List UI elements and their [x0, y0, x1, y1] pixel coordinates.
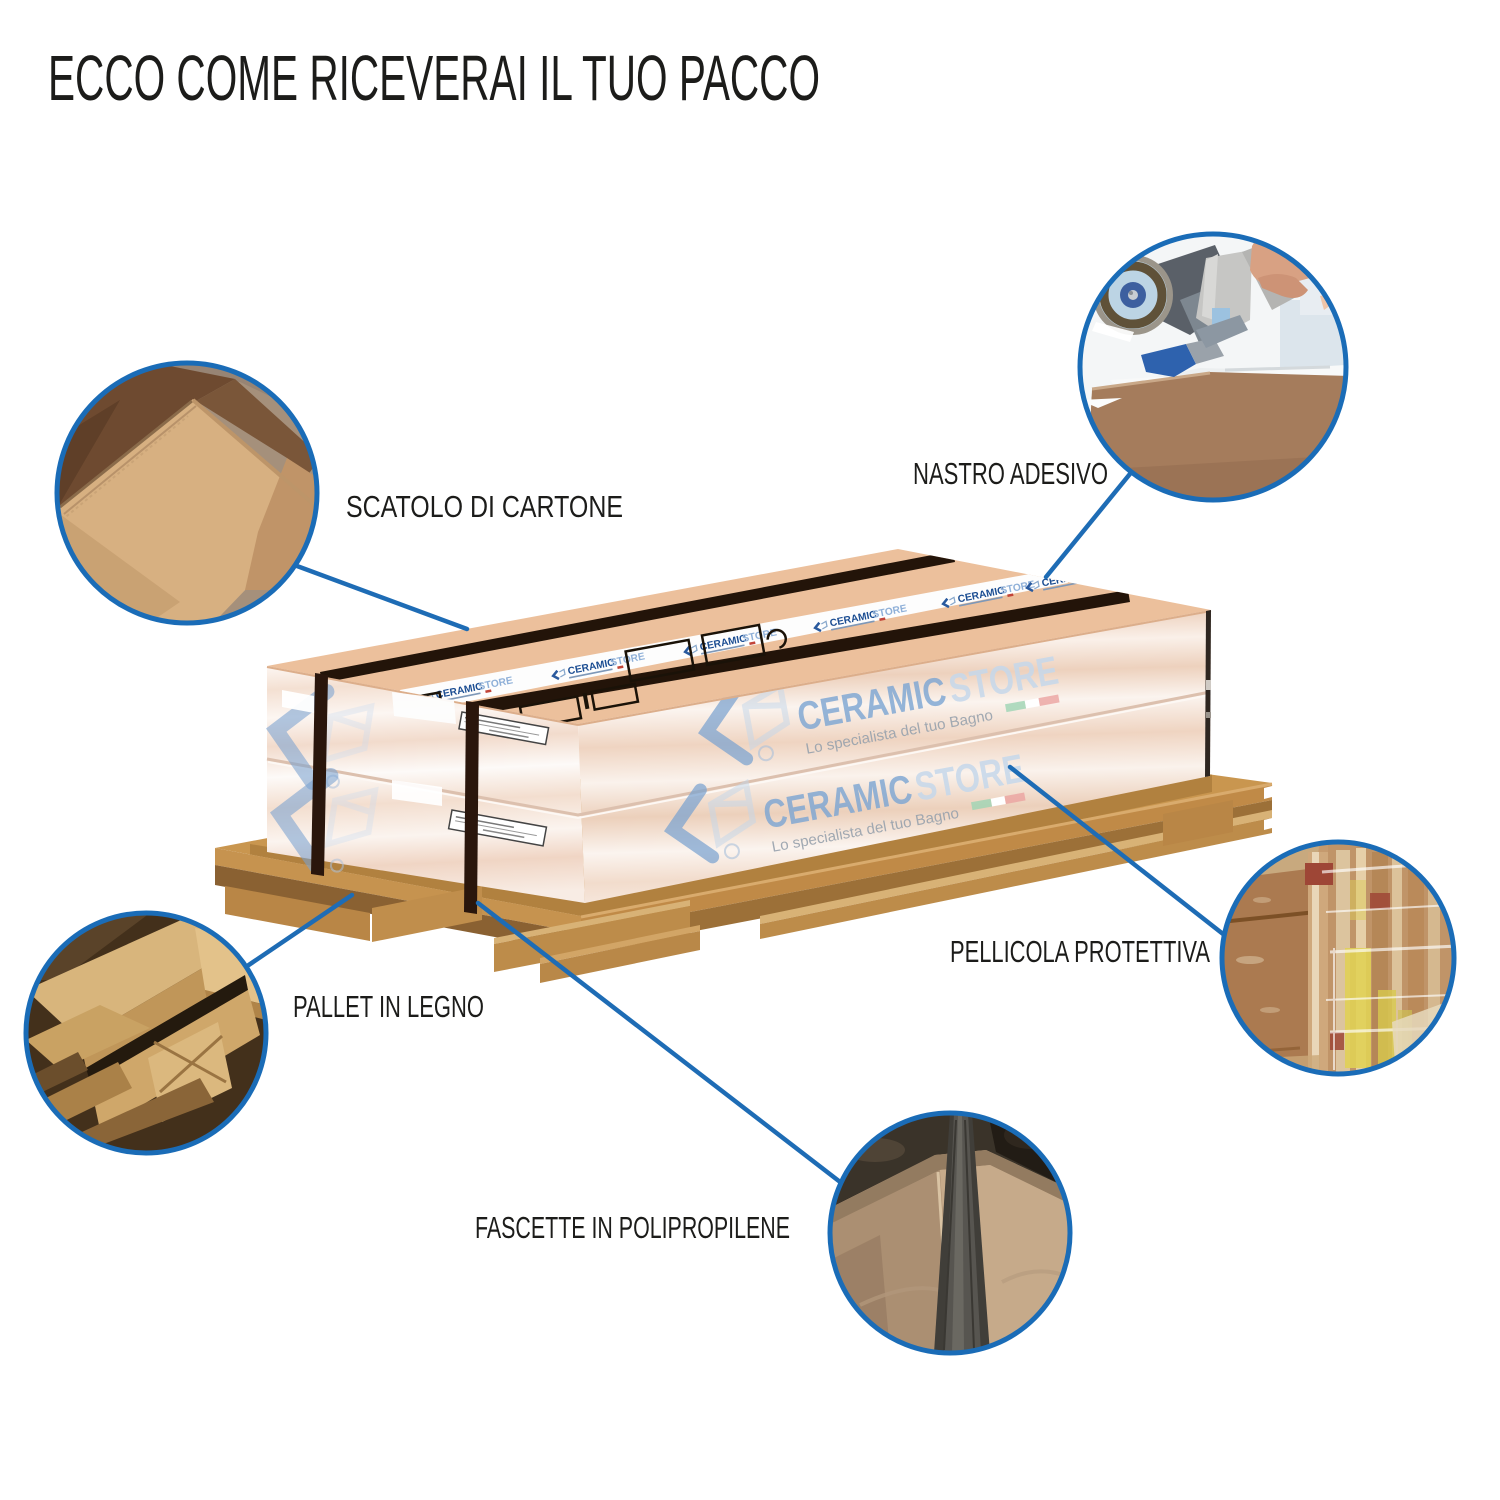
svg-text:PELLICOLA PROTETTIVA: PELLICOLA PROTETTIVA [950, 934, 1210, 969]
svg-text:FASCETTE IN POLIPROPILENE: FASCETTE IN POLIPROPILENE [475, 1210, 790, 1245]
svg-text:PALLET IN LEGNO: PALLET IN LEGNO [293, 989, 484, 1024]
svg-text:NASTRO ADESIVO: NASTRO ADESIVO [913, 456, 1108, 491]
svg-text:ECCO COME RICEVERAI IL TUO PAC: ECCO COME RICEVERAI IL TUO PACCO [48, 42, 820, 114]
svg-text:SCATOLO DI CARTONE: SCATOLO DI CARTONE [346, 489, 623, 524]
